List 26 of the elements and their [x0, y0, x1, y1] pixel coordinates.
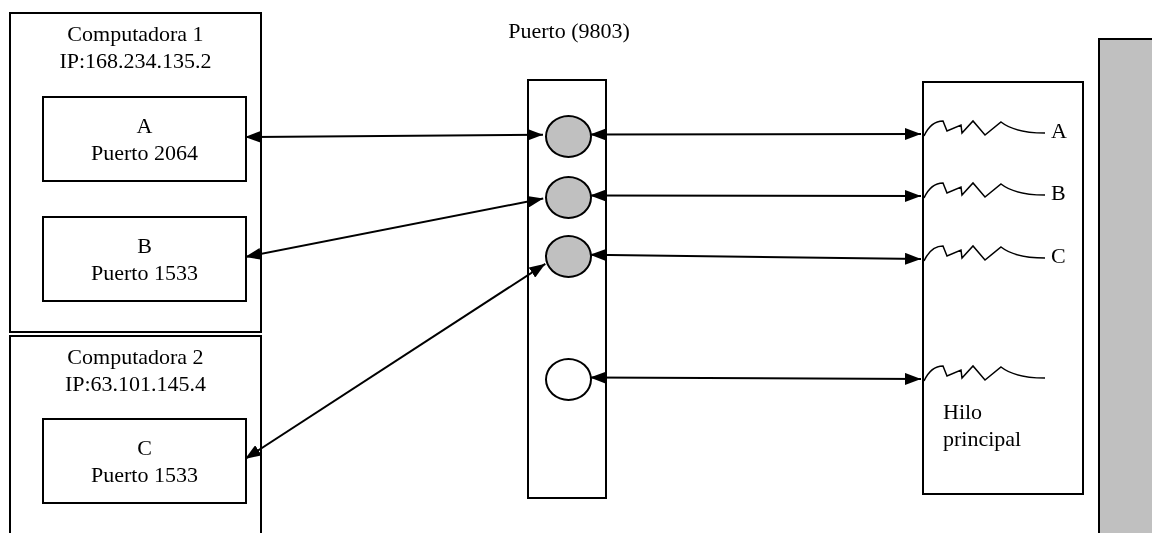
connection-letter: C: [136, 434, 153, 461]
computer-name: Computadora 1: [66, 20, 205, 47]
computer-name: Computadora 2: [66, 343, 205, 370]
port-number: Puerto 1533: [90, 461, 199, 488]
port-number: Puerto 1533: [90, 259, 199, 286]
computer-box: [9, 12, 262, 333]
computer-box: [9, 335, 262, 533]
process-box: [922, 81, 1084, 495]
thread-label: C: [1051, 242, 1066, 269]
thread-label: Hilo principal: [943, 398, 1023, 452]
connection-letter: B: [136, 232, 153, 259]
thread-label: B: [1051, 179, 1066, 206]
port-title: Puerto (9803): [507, 17, 631, 44]
port-box: [42, 418, 247, 504]
socket-circle: [545, 176, 592, 219]
socket-circle: [545, 235, 592, 278]
ip-address: IP:63.101.145.4: [63, 370, 208, 397]
os-bar: [1098, 38, 1152, 533]
port-box: [42, 216, 247, 302]
thread-label: A: [1051, 117, 1067, 144]
connection-letter: A: [135, 112, 154, 139]
socket-circle: [545, 115, 592, 158]
port-number: Puerto 2064: [90, 139, 199, 166]
socket-circle: [545, 358, 592, 401]
port-box: [42, 96, 247, 182]
ip-address: IP:168.234.135.2: [58, 47, 213, 74]
